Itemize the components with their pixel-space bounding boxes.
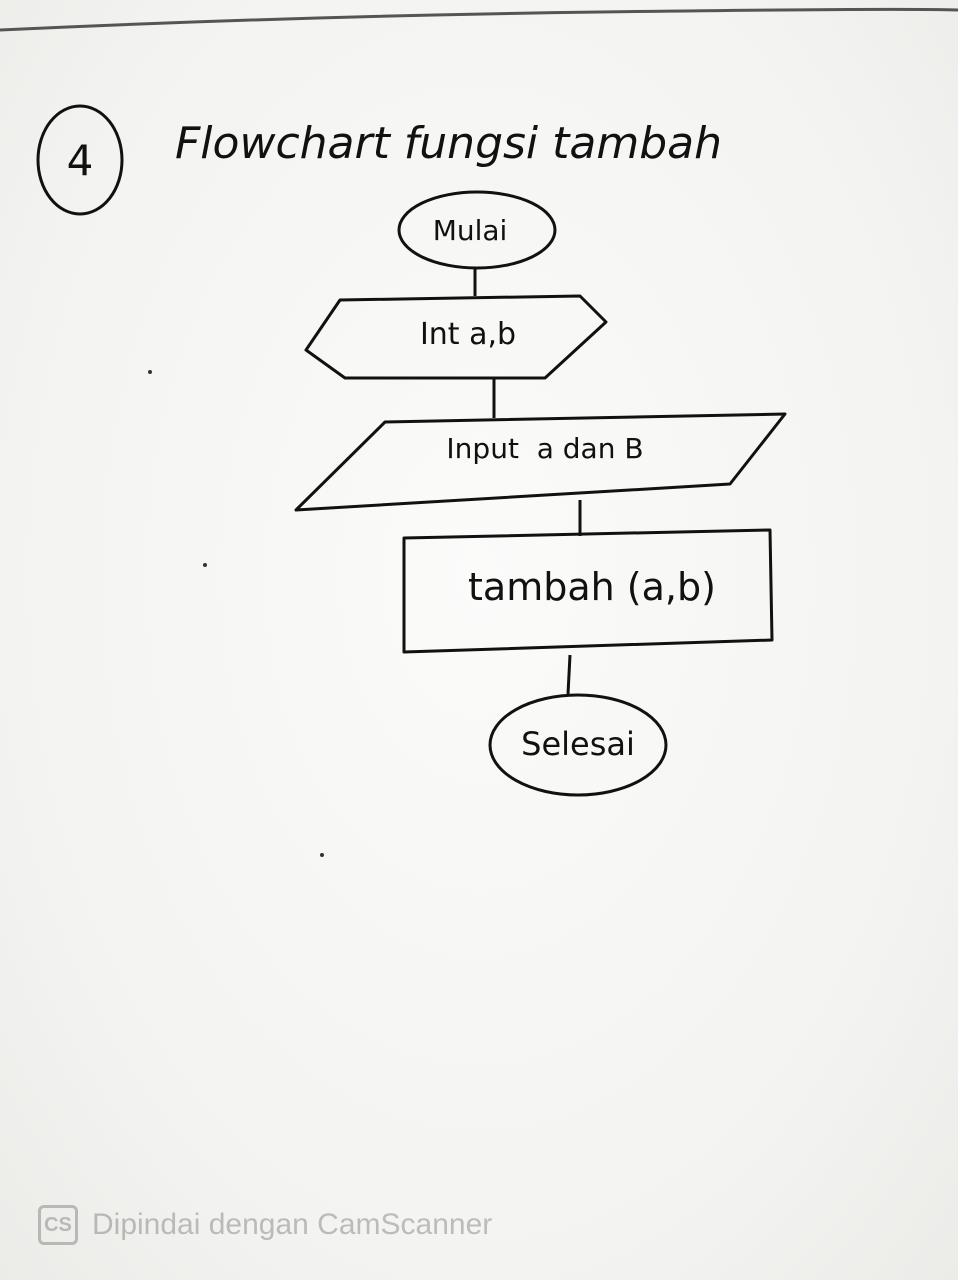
stray-dot [203,563,207,567]
question-number: 4 [67,136,94,185]
process-shape [402,528,774,654]
start-shape [397,190,557,270]
start-node: Mulai [397,190,557,270]
stray-dot [148,370,152,374]
connector-process-end [566,654,572,695]
declare-node: Int a,b [304,294,608,380]
declare-label: Int a,b [420,317,516,352]
start-label: Mulai [433,214,508,247]
stray-dot [320,853,324,857]
process-node: tambah (a,b) [402,528,774,654]
question-number-badge: 4 [36,104,124,216]
input-shape [294,412,787,512]
declare-shape [304,294,608,380]
end-node: Selesai [488,693,668,797]
watermark-text: Dipindai dengan CamScanner [92,1208,493,1241]
camscanner-watermark: CS Dipindai dengan CamScanner [38,1203,492,1247]
camscanner-logo: CS [38,1205,78,1245]
end-shape [488,693,668,797]
diagram-title: Flowchart fungsi tambah [175,118,722,169]
process-label: tambah (a,b) [468,565,716,609]
input-label: Input a dan B [446,432,643,465]
end-label: Selesai [521,725,635,763]
paper-top-edge [0,7,958,32]
question-number-circle [36,104,124,216]
input-node: Input a dan B [294,412,787,512]
